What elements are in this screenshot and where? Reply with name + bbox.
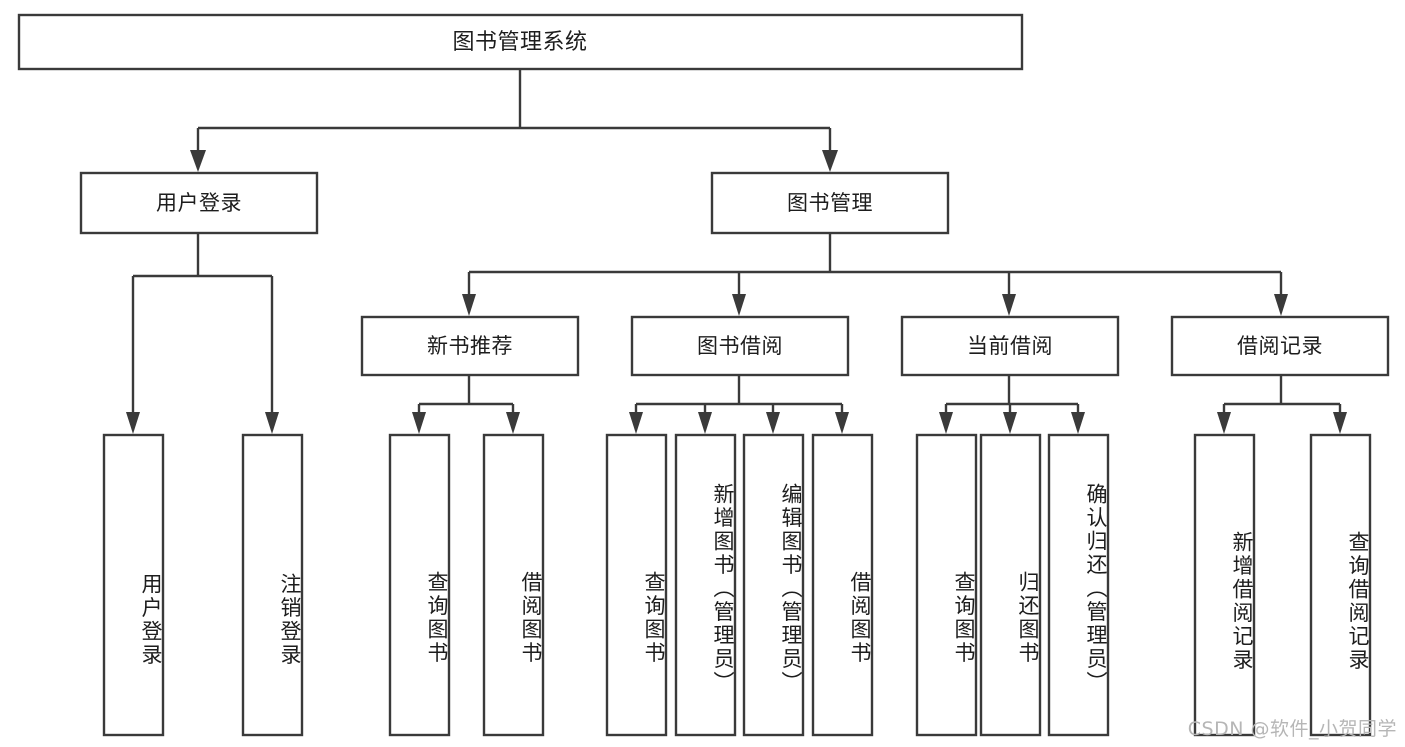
leaf-box-query-book-2[interactable] (605, 433, 668, 737)
arrow-head-icon (698, 412, 712, 434)
leaf-box-return-book[interactable] (979, 433, 1042, 737)
node-book-management-box (710, 171, 950, 235)
leaf-box-logout[interactable] (241, 433, 304, 737)
arrow-head-icon (126, 412, 140, 434)
node-book-borrow[interactable]: 图书借阅 (630, 315, 850, 377)
leaf-box-user-login[interactable] (102, 433, 165, 737)
arrow-head-icon (629, 412, 643, 434)
connector-userlogin-to-leaves (126, 233, 279, 434)
leaf-box-add-book-admin[interactable] (674, 433, 737, 737)
connector-borrowrecord-to-leaves (1217, 375, 1347, 434)
arrow-head-icon (462, 294, 476, 316)
connector-bookmgmt-to-level3 (462, 233, 1288, 316)
leaf-box-edit-book-admin[interactable] (742, 433, 805, 737)
node-new-book-recommend[interactable]: 新书推荐 (360, 315, 580, 377)
node-root-box (17, 13, 1024, 71)
node-book-borrow-label: 图书借阅 (697, 334, 783, 358)
arrow-head-icon (1003, 412, 1017, 434)
arrow-head-icon (506, 412, 520, 434)
connector-bookborrow-to-leaves (629, 375, 849, 434)
arrow-head-icon (190, 150, 206, 172)
leaf-box-query-book-3[interactable] (915, 433, 978, 737)
arrow-head-icon (939, 412, 953, 434)
node-root-label: 图书管理系统 (452, 30, 587, 55)
arrow-head-icon (822, 150, 838, 172)
arrow-head-icon (1333, 412, 1347, 434)
arrow-head-icon (1071, 412, 1085, 434)
node-current-borrow-label: 当前借阅 (967, 334, 1053, 358)
node-current-borrow[interactable]: 当前借阅 (900, 315, 1120, 377)
node-new-book-recommend-label: 新书推荐 (427, 334, 513, 358)
connector-root-to-level2 (190, 69, 838, 172)
watermark-text: CSDN @软件_小贺同学 (1187, 718, 1397, 740)
node-current-borrow-box (900, 315, 1120, 377)
node-new-book-recommend-box (360, 315, 580, 377)
connector-newbook-to-leaves (412, 375, 520, 434)
leaf-box-query-borrow-record[interactable] (1309, 433, 1372, 737)
node-user-login-label: 用户登录 (156, 191, 242, 215)
leaf-box-borrow-book-1[interactable] (482, 433, 545, 737)
node-borrow-record[interactable]: 借阅记录 (1170, 315, 1390, 377)
node-borrow-record-label: 借阅记录 (1237, 334, 1323, 358)
leaf-box-confirm-return-admin[interactable] (1047, 433, 1110, 737)
node-user-login[interactable]: 用户登录 (79, 171, 319, 235)
node-book-borrow-box (630, 315, 850, 377)
arrow-head-icon (1217, 412, 1231, 434)
arrow-head-icon (412, 412, 426, 434)
arrow-head-icon (1274, 294, 1288, 316)
node-user-login-box (79, 171, 319, 235)
arrow-head-icon (265, 412, 279, 434)
node-book-management-label: 图书管理 (787, 191, 873, 215)
arrow-head-icon (766, 412, 780, 434)
connector-currentborrow-to-leaves (939, 375, 1085, 434)
node-root-system[interactable]: 图书管理系统 (17, 13, 1024, 71)
arrow-head-icon (732, 294, 746, 316)
node-book-management[interactable]: 图书管理 (710, 171, 950, 235)
leaf-box-add-borrow-record[interactable] (1193, 433, 1256, 737)
leaf-box-borrow-book-2[interactable] (811, 433, 874, 737)
arrow-head-icon (1002, 294, 1016, 316)
leaf-box-query-book-1[interactable] (388, 433, 451, 737)
arrow-head-icon (835, 412, 849, 434)
node-borrow-record-box (1170, 315, 1390, 377)
